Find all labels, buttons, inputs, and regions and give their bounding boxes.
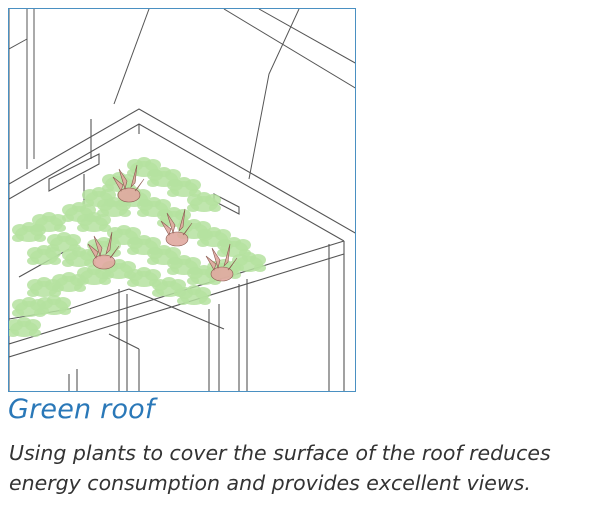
caption-title: Green roof [8,394,155,425]
green-roof-drawing [9,9,355,391]
roof-foliage [9,157,266,337]
lower-structure [9,244,330,391]
caption-description-line: Using plants to cover the surface of the… [9,441,551,465]
caption-description-line: energy consumption and provides excellen… [9,471,531,495]
roof-parapet [9,108,355,391]
illustration-frame [8,8,356,392]
caption-description: Using plants to cover the surface of the… [9,438,599,498]
background-structure [9,9,355,391]
